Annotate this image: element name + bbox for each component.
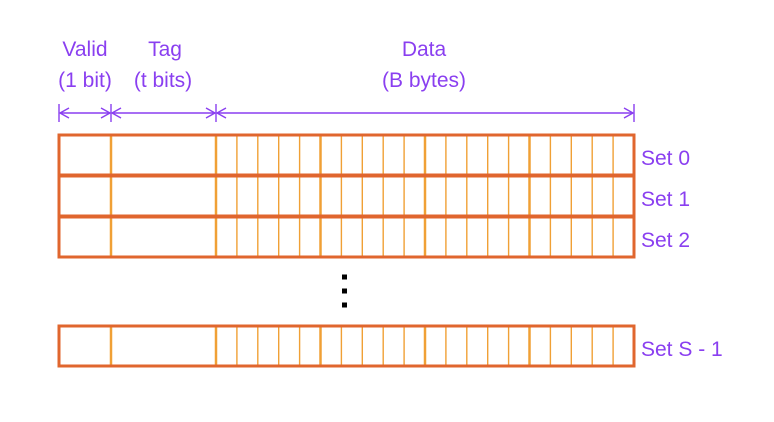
cache-set-border xyxy=(57,133,636,177)
arrow-head-left xyxy=(110,107,122,119)
ellipsis-icon xyxy=(342,274,347,308)
cache-set-border xyxy=(57,215,636,259)
set-label-last: Set S - 1 xyxy=(641,338,723,361)
arrow-head-right xyxy=(205,107,217,119)
set-label-1: Set 1 xyxy=(641,188,690,211)
cache-set-border xyxy=(57,324,636,368)
valid-size-label: (1 bit) xyxy=(58,69,112,92)
data-size-label: (B bytes) xyxy=(382,69,466,92)
arrow-head-left xyxy=(58,107,70,119)
cache-sets xyxy=(57,133,636,368)
tag-label: Tag xyxy=(148,38,182,61)
cache-set-row-3 xyxy=(57,324,636,368)
data-width-arrow xyxy=(215,107,635,119)
cache-set-row-2 xyxy=(57,215,636,259)
valid-label: Valid xyxy=(62,38,107,61)
data-label: Data xyxy=(402,38,447,61)
ellipsis-dot-2 xyxy=(342,302,347,308)
arrow-head-right xyxy=(623,107,635,119)
ellipsis-dot-0 xyxy=(342,274,347,280)
valid-width-arrow xyxy=(58,107,112,119)
dimension-arrows xyxy=(58,104,635,122)
cache-set-border xyxy=(57,174,636,218)
arrow-head-left xyxy=(215,107,227,119)
cache-set-row-1 xyxy=(57,174,636,218)
tag-width-arrow xyxy=(110,107,217,119)
set-label-2: Set 2 xyxy=(641,229,690,252)
arrow-head-right xyxy=(100,107,112,119)
set-label-0: Set 0 xyxy=(641,147,690,170)
tag-size-label: (t bits) xyxy=(134,69,192,92)
cache-set-row-0 xyxy=(57,133,636,177)
ellipsis-dot-1 xyxy=(342,288,347,294)
